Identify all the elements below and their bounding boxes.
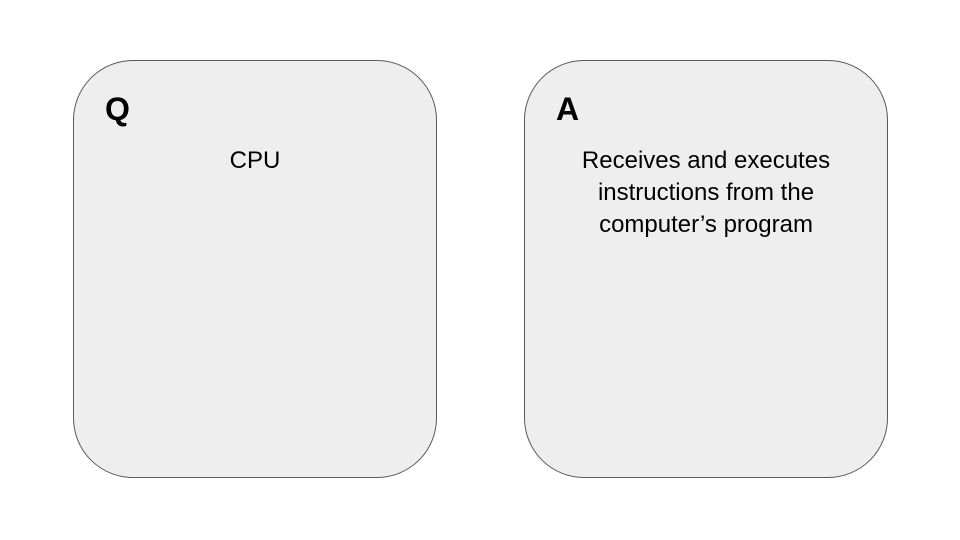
answer-card: A Receives and executes instructions fro… bbox=[524, 60, 888, 478]
question-card: Q CPU bbox=[73, 60, 437, 478]
question-text: CPU bbox=[229, 147, 281, 174]
question-letter: Q bbox=[105, 91, 130, 127]
answer-text: Receives and executes instructions from … bbox=[581, 147, 831, 238]
answer-letter: A bbox=[556, 91, 580, 127]
